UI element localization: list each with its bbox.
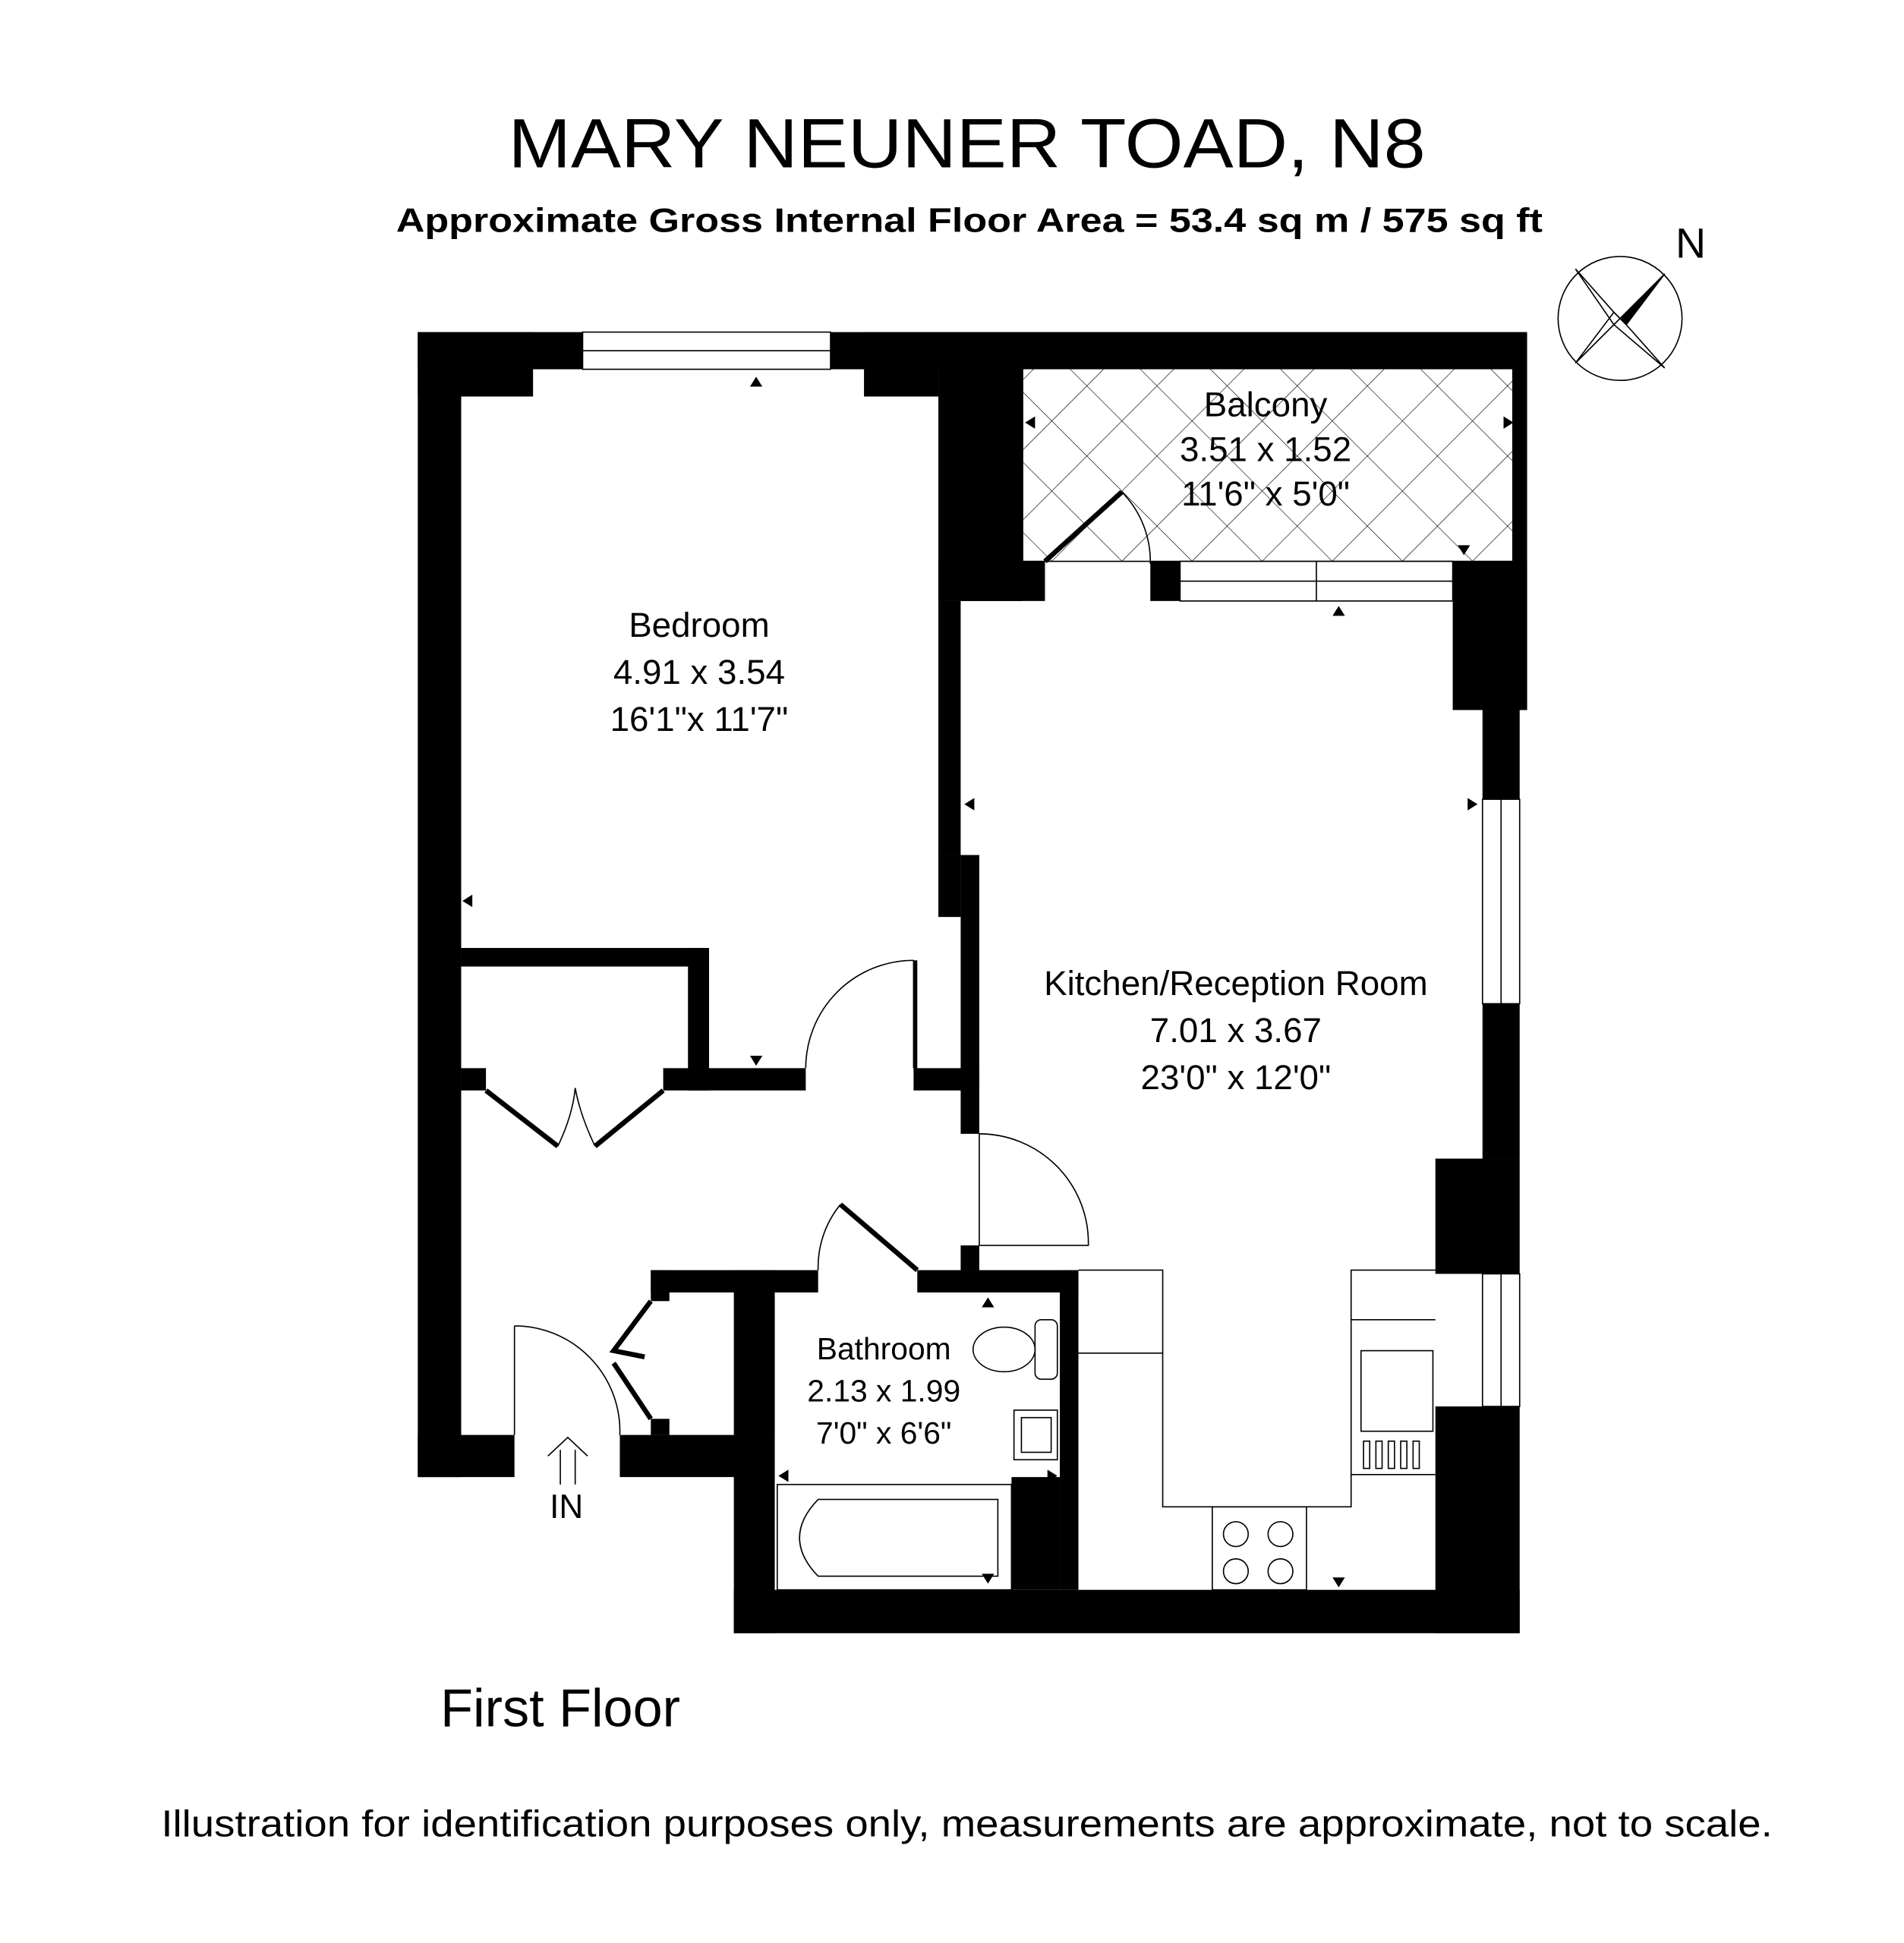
measurement-markers [462, 349, 1514, 1588]
kitchen-imperial: 23'0" x 12'0" [1141, 1058, 1332, 1097]
bathroom-imperial: 7'0" x 6'6" [816, 1416, 951, 1450]
room-kitchen: Kitchen/Reception Room 7.01 x 3.67 23'0"… [1044, 964, 1428, 1097]
room-balcony: Balcony 3.51 x 1.52 11'6" x 5'0" [1180, 386, 1351, 514]
drainer-icon [1363, 1440, 1420, 1469]
floor-area-subtitle: Approximate Gross Internal Floor Area = … [396, 202, 1543, 239]
bedroom-metric: 4.91 x 3.54 [613, 653, 785, 691]
bedroom-imperial: 16'1"x 11'7" [610, 700, 789, 738]
disclaimer: Illustration for identification purposes… [161, 1804, 1772, 1845]
hob-icon [1212, 1506, 1307, 1591]
kitchen-metric: 7.01 x 3.67 [1150, 1011, 1322, 1050]
doors [484, 490, 1152, 1435]
entrance-arrow-icon [547, 1436, 588, 1485]
toilet-icon [972, 1318, 1058, 1380]
windows [582, 331, 1521, 1407]
compass-north-label: N [1675, 220, 1706, 267]
room-bathroom: Bathroom 2.13 x 1.99 7'0" x 6'6" [807, 1331, 960, 1450]
floor-label: First Floor [440, 1677, 680, 1737]
balcony-metric: 3.51 x 1.52 [1180, 430, 1351, 468]
bathroom-name: Bathroom [817, 1331, 951, 1366]
plan-title: MARY NEUNER TOAD, N8 [509, 105, 1426, 182]
balcony-name: Balcony [1204, 386, 1328, 424]
bathroom-metric: 2.13 x 1.99 [807, 1374, 960, 1409]
balcony-imperial: 11'6" x 5'0" [1181, 474, 1350, 513]
kitchen-fittings [1078, 1269, 1436, 1591]
room-bedroom: Bedroom 4.91 x 3.54 16'1"x 11'7" [610, 606, 789, 738]
bathroom-fittings [776, 1318, 1058, 1591]
walls [418, 332, 1527, 1633]
kitchen-name: Kitchen/Reception Room [1044, 964, 1428, 1003]
entrance-label: IN [550, 1488, 583, 1526]
basin-icon [1013, 1409, 1058, 1461]
north-compass-icon [1557, 256, 1683, 382]
bedroom-name: Bedroom [629, 606, 769, 644]
